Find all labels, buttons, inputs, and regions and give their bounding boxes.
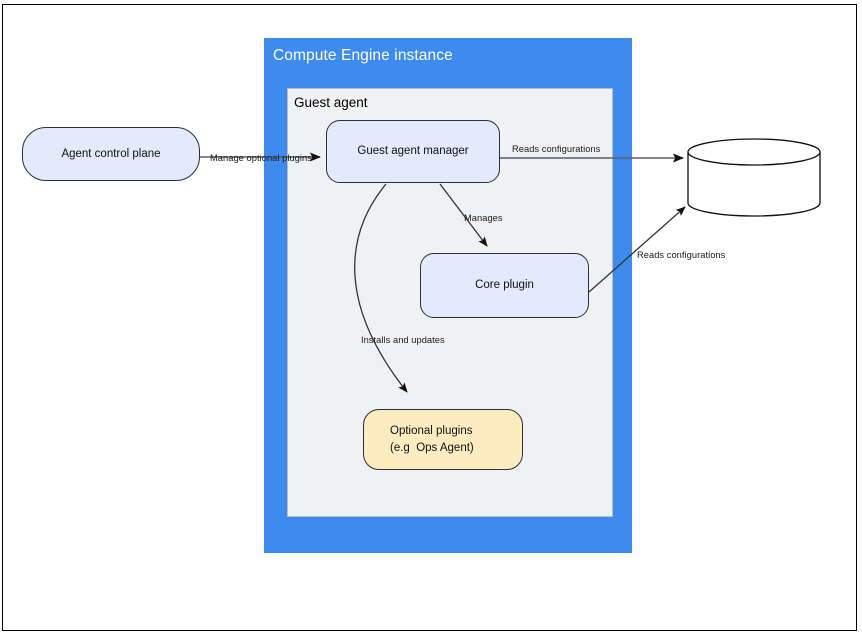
canvas-border	[2, 4, 857, 631]
edge-label-manages: Manages	[464, 213, 503, 223]
optional-plugins-line-2: (e.g Ops Agent)	[390, 441, 474, 454]
edge-label-reads-configurations-manager: Reads configurations	[512, 144, 601, 154]
node-optional-plugins[interactable]: Optional plugins (e.g Ops Agent)	[363, 409, 523, 470]
node-core-plugin[interactable]: Core plugin	[420, 253, 589, 318]
node-metadata-server-label: Metadata server	[712, 170, 796, 182]
optional-plugins-line-1: Optional plugins	[390, 425, 473, 437]
edge-label-manage-optional-plugins: Manage optional plugins	[210, 153, 312, 163]
compute-engine-instance-title: Compute Engine instance	[273, 47, 453, 64]
edge-label-reads-configurations-core: Reads configurations	[637, 250, 726, 260]
node-agent-control-plane[interactable]: Agent control plane	[22, 127, 200, 181]
edge-label-installs-and-updates: Installs and updates	[361, 335, 445, 345]
node-guest-agent-manager[interactable]: Guest agent manager	[326, 120, 500, 183]
guest-agent-title: Guest agent	[294, 95, 368, 110]
